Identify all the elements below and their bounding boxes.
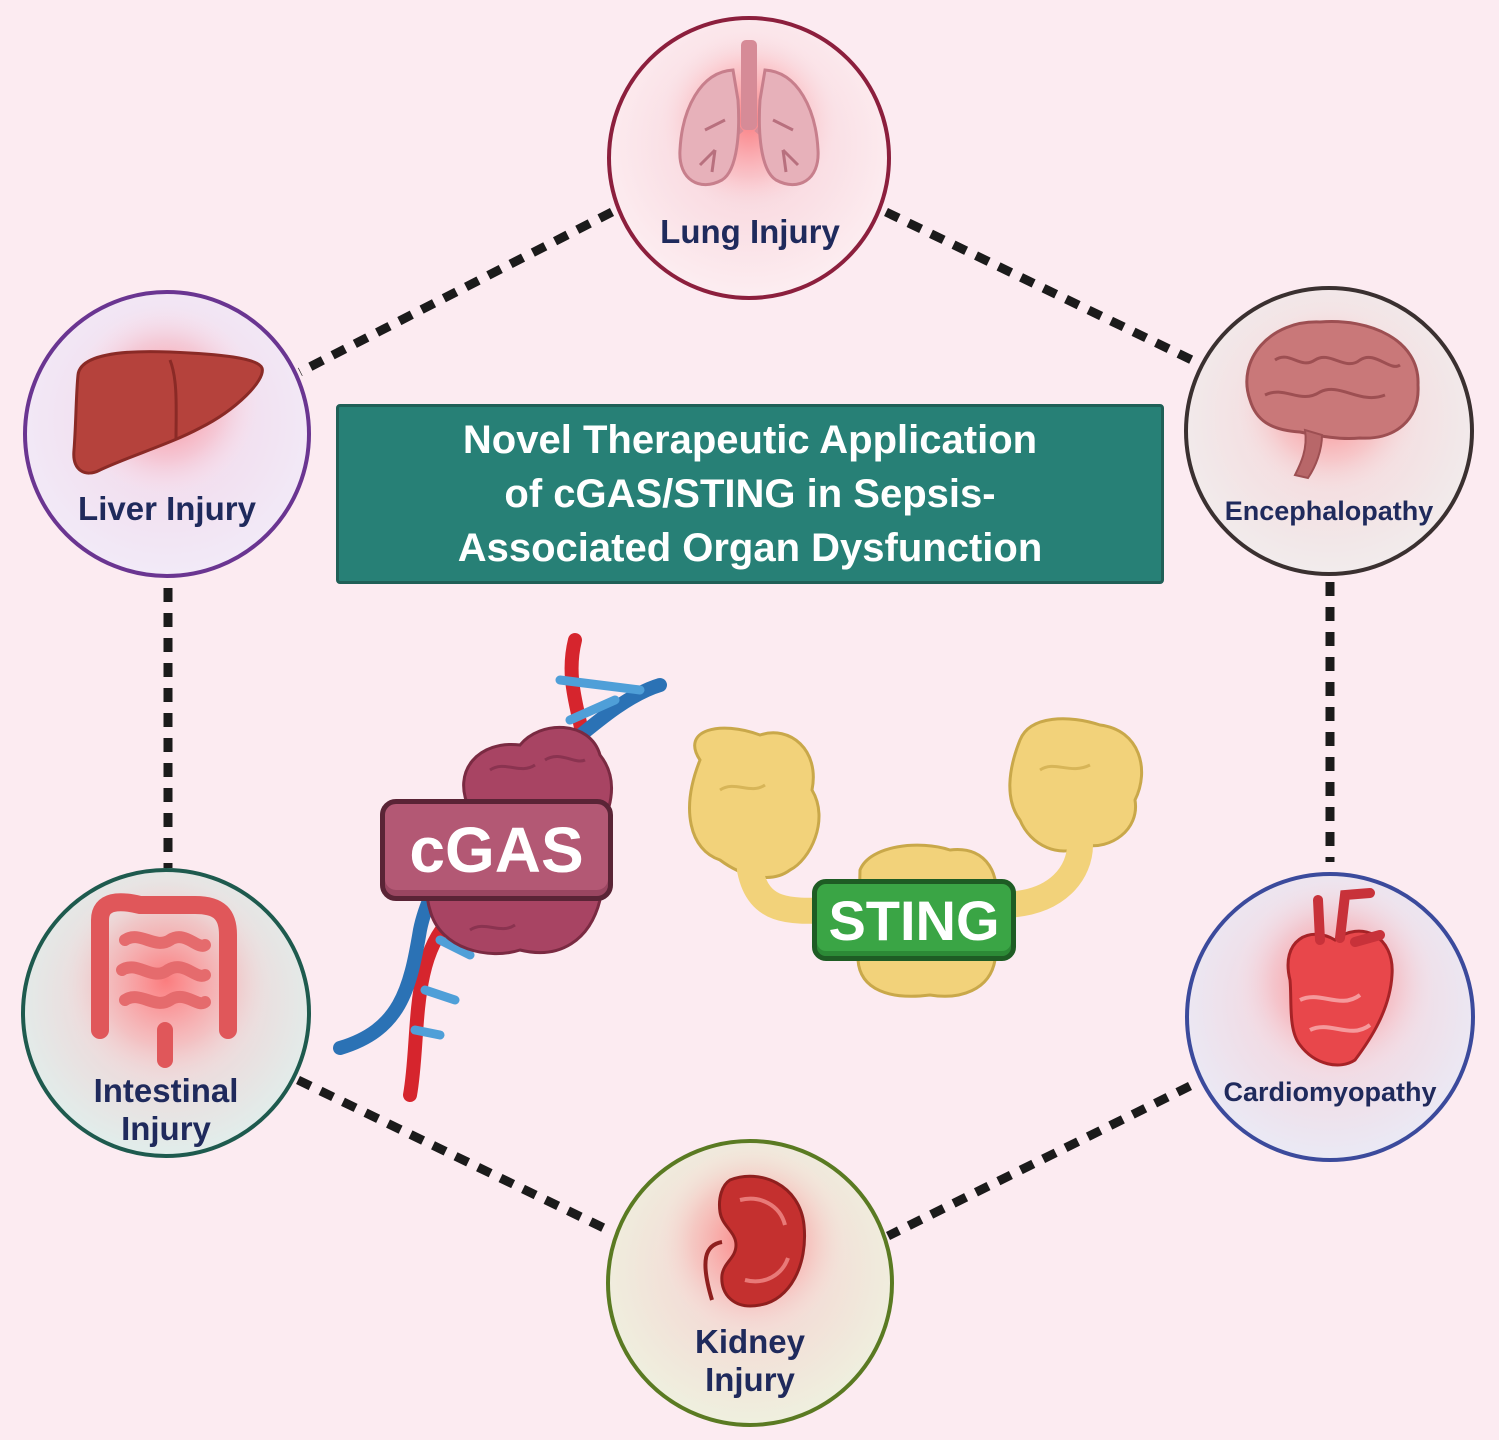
kidney-node [606, 1139, 894, 1427]
kidney-label-line-2: Injury [705, 1360, 795, 1398]
kidney-label-line-1: Kidney [694, 1323, 806, 1360]
connector-lung-brain [884, 207, 1198, 367]
intestinal-label-line-1: Intestinal [93, 1072, 239, 1109]
liver-label: Liver Injury [78, 490, 256, 527]
connector-lung-liver [297, 207, 615, 377]
heart-node [1185, 872, 1475, 1162]
kidney-label: Kidney Injury [630, 1323, 870, 1399]
intestinal-label-line-2: Injury [121, 1109, 211, 1147]
cardiomyopathy-label: Cardiomyopathy [1223, 1077, 1437, 1107]
brain-icon [1245, 320, 1420, 480]
liver-icon [72, 350, 264, 475]
title-box: Novel Therapeutic Application of cGAS/ST… [336, 404, 1164, 584]
intestinal-label: Intestinal Injury [46, 1072, 286, 1148]
liver-lobe-line [168, 359, 178, 441]
title-line-3: Associated Organ Dysfunction [457, 526, 1043, 570]
title-line-1: Novel Therapeutic Application [462, 418, 1038, 462]
liver-node [23, 290, 311, 578]
lung-node [607, 16, 891, 300]
heart-icon [1286, 888, 1394, 1067]
kidney-icon [703, 1174, 807, 1308]
connector-heart-kidney [885, 1081, 1193, 1241]
title-line-2: of cGAS/STING in Sepsis- [504, 472, 996, 516]
intestine-icon [91, 893, 237, 1068]
lungs-icon [678, 40, 820, 187]
brain-node [1184, 286, 1474, 576]
connector-lines [163, 207, 1335, 1241]
encephalopathy-label: Encephalopathy [1224, 496, 1434, 526]
connector-intestine-kidney [296, 1075, 614, 1237]
intestine-node [21, 868, 311, 1158]
lung-label: Lung Injury [660, 213, 840, 250]
cgas-badge: cGAS [380, 799, 613, 901]
sting-badge: STING [812, 879, 1016, 961]
